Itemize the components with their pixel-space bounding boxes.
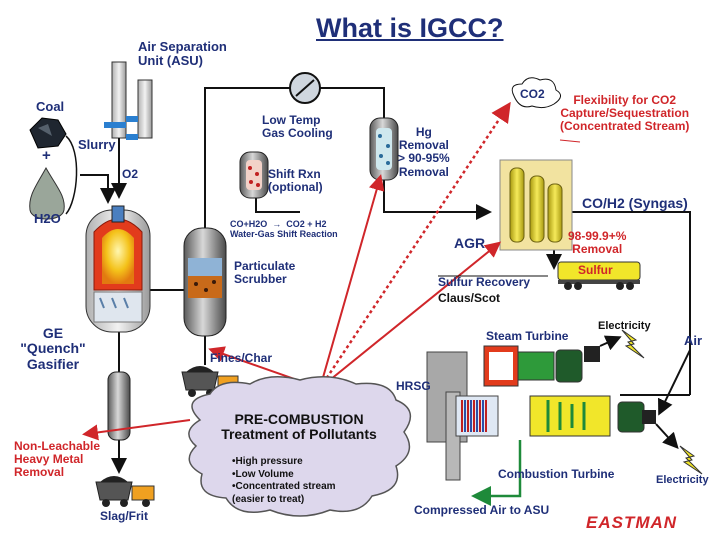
precombustion-bullets: •High pressure •Low Volume •Concentrated… — [232, 456, 336, 505]
air-arrow — [658, 349, 691, 416]
gasifier-label: GE "Quench" Gasifier — [20, 325, 86, 372]
co2-label: CO2 — [520, 87, 545, 101]
power-block — [426, 345, 656, 481]
co2-flexibility-label: Flexibility for CO2 Capture/Sequestratio… — [560, 93, 690, 134]
compressed-air-arrow — [471, 440, 522, 506]
agr-label: AGR — [454, 235, 486, 251]
asu-label: Air Separation Unit (ASU) — [138, 39, 227, 69]
steam-turbine-label: Steam Turbine — [486, 329, 569, 343]
syngas-label: CO/H2 (Syngas) — [582, 195, 688, 211]
gas-cooling-label: Low Temp Gas Cooling — [262, 113, 333, 141]
coal-label: Coal — [36, 99, 65, 114]
plus-sign: + — [42, 147, 51, 164]
particulate-scrubber-label: Particulate Scrubber — [234, 259, 296, 287]
electricity-bolt-icon — [621, 329, 645, 359]
hg-removal-label: Hg Removal > 90-95% Removal — [398, 125, 450, 179]
electricity-arrow-top — [599, 335, 622, 351]
precombustion-label: PRE-COMBUSTION Treatment of Pollutants — [221, 411, 377, 443]
coal-lump — [29, 117, 67, 149]
water-drop — [29, 166, 65, 220]
gasifier-vessel — [85, 205, 151, 441]
water-gas-shift-label: CO+H2O → CO2 + H2 Water-Gas Shift Reacti… — [230, 219, 338, 239]
electricity-arrow-bottom — [655, 423, 679, 449]
red-arrows — [82, 101, 581, 441]
electricity-label-top: Electricity — [598, 320, 651, 332]
hrsg-label: HRSG — [396, 379, 431, 393]
fines-char-label: Fines/Char — [210, 351, 273, 365]
electricity-bolt-icon — [679, 445, 703, 475]
eastman-logo: EASTMAN — [586, 513, 678, 532]
particulate-scrubber — [183, 227, 227, 337]
asu-unit — [104, 61, 153, 140]
feed-brace — [65, 135, 78, 215]
claus-scot-label: Claus/Scot — [438, 291, 501, 305]
o2-label: O2 — [122, 167, 139, 181]
combustion-turbine-label: Combustion Turbine — [498, 467, 615, 481]
slag-frit-label: Slag/Frit — [100, 509, 149, 523]
hg-removal-vessel — [369, 117, 399, 181]
compressed-air-label: Compressed Air to ASU — [414, 503, 550, 517]
electricity-label-bottom: Electricity — [656, 474, 709, 486]
agr-unit — [499, 159, 573, 251]
slag-truck — [95, 476, 155, 507]
slurry-label: Slurry — [78, 137, 116, 152]
sulfur-recovery-label: Sulfur Recovery — [438, 275, 531, 289]
page-title: What is IGCC? — [316, 13, 504, 43]
h2o-label: H2O — [34, 211, 61, 226]
co2-cloud — [511, 77, 561, 109]
air-label: Air — [684, 333, 703, 348]
gas-cooling-exchanger — [289, 72, 321, 104]
non-leachable-label: Non-Leachable Heavy Metal Removal — [14, 439, 101, 480]
precombustion-cloud — [188, 376, 412, 517]
sulfur-railcar — [557, 261, 641, 290]
shift-reactor — [239, 151, 269, 199]
sulfur-removal-label: 98-99.9+% Removal — [568, 229, 627, 257]
shift-rxn-label: Shift Rxn (optional) — [268, 167, 323, 195]
sulfur-label: Sulfur — [578, 263, 613, 277]
